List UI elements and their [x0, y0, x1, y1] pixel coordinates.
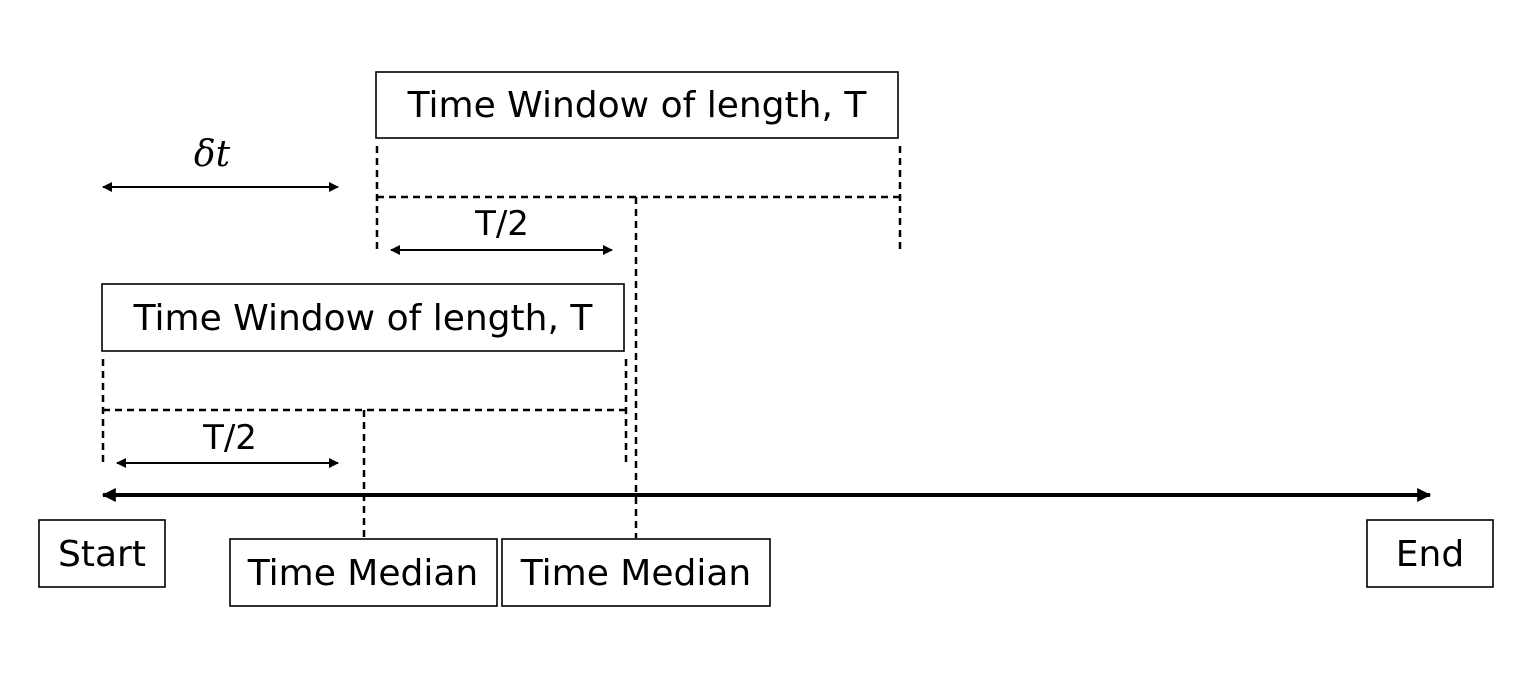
- start-label: Start: [58, 534, 146, 575]
- shift-label: δt: [194, 134, 231, 175]
- window-upper-box: [375, 71, 899, 139]
- window-upper: Time Window of length, T T/2: [375, 71, 902, 538]
- window-lower-box: [101, 283, 625, 352]
- window-upper-label: Time Window of length, T: [407, 85, 868, 126]
- start-box: [38, 519, 166, 588]
- window-lower: Time Window of length, T T/2: [101, 283, 628, 538]
- window-lower-label: Time Window of length, T: [133, 298, 594, 339]
- window-lower-half-label: T/2: [202, 418, 257, 458]
- shift-indicator: δt: [102, 134, 339, 192]
- end-label: End: [1396, 534, 1464, 575]
- end-box: [1366, 519, 1494, 588]
- median-label-lower: Time Median: [247, 553, 478, 594]
- window-upper-half-label: T/2: [474, 204, 529, 244]
- median-box-upper: [501, 538, 771, 607]
- median-box-lower: [229, 538, 498, 607]
- median-label-upper: Time Median: [520, 553, 751, 594]
- timeline: Start End Time Median Time Median: [38, 488, 1494, 607]
